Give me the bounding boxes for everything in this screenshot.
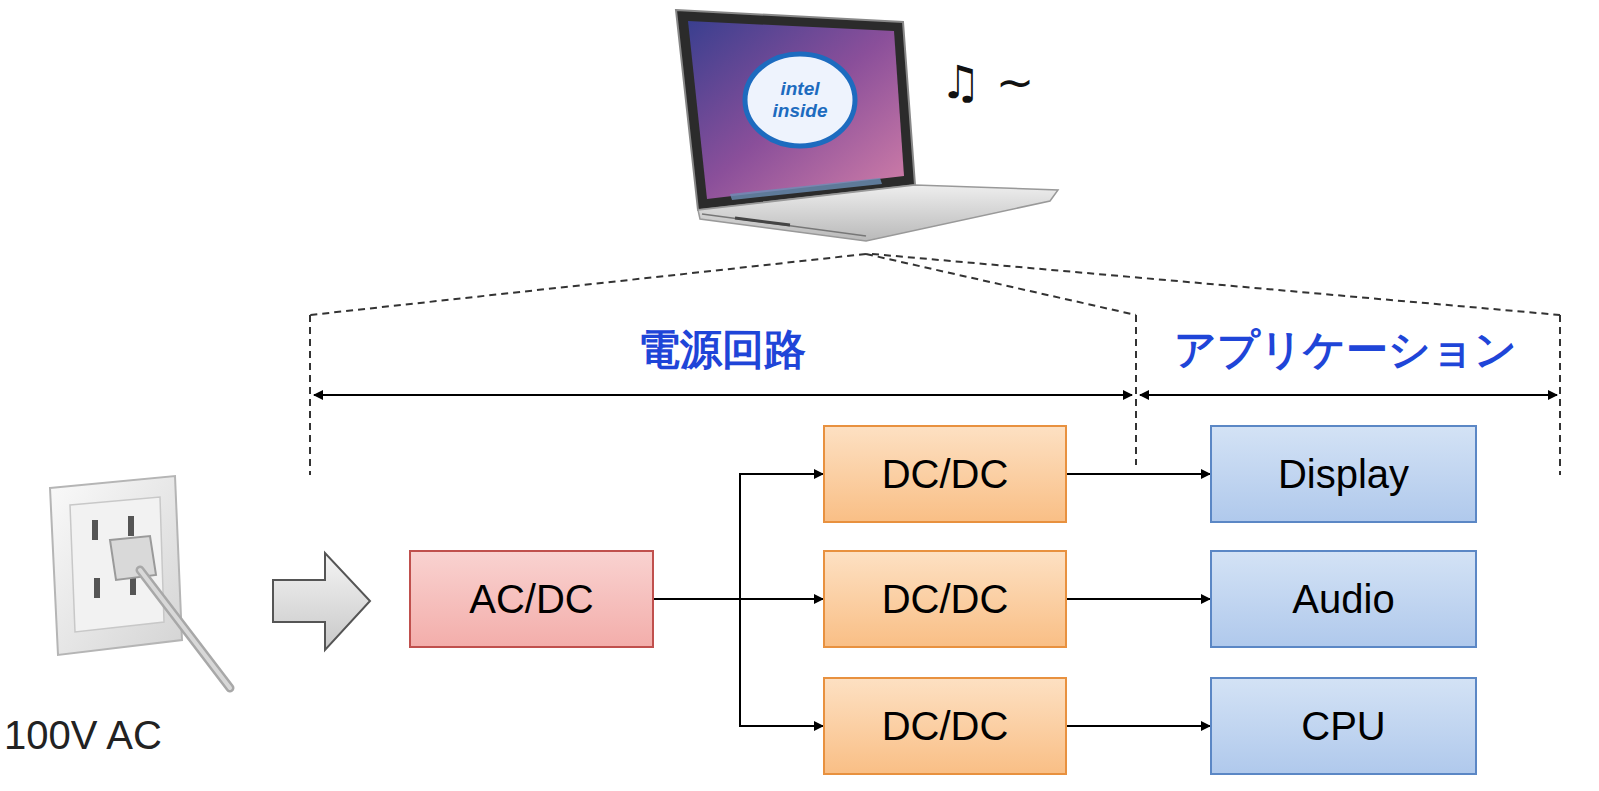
connector-arrow: [654, 599, 823, 726]
converter-box: DC/DC: [823, 550, 1067, 648]
dashed-line: [866, 254, 1136, 315]
dashed-line: [1559, 315, 1561, 475]
logo-text: intel inside: [768, 78, 832, 122]
plug-cord: [140, 570, 230, 688]
span-arrow: [1140, 394, 1557, 396]
converter-box: DC/DC: [823, 425, 1067, 523]
box-label: Display: [1278, 451, 1409, 497]
box-label: CPU: [1301, 703, 1385, 749]
box-label: DC/DC: [882, 703, 1009, 749]
outlet-illustration: [50, 476, 230, 688]
laptop-ports: [735, 218, 790, 225]
dashed-line: [872, 254, 1560, 315]
connector-arrow: [1067, 598, 1210, 600]
voltage-label: 100V AC: [4, 712, 162, 758]
section-heading: アプリケーション: [1174, 326, 1517, 374]
laptop-base: [698, 185, 1058, 241]
outlet-slot: [92, 520, 98, 540]
converter-box: AC/DC: [409, 550, 654, 648]
laptop-lid: [676, 10, 915, 210]
box-label: DC/DC: [882, 576, 1009, 622]
dashed-line: [310, 254, 866, 315]
laptop-edge: [702, 214, 866, 236]
laptop-illustration: [676, 10, 1058, 241]
application-box: Display: [1210, 425, 1477, 523]
flow-arrow-shape: [273, 553, 370, 650]
logo-text: intel inside: [768, 78, 832, 122]
outlet-slot: [94, 578, 100, 598]
box-label: AC/DC: [469, 576, 593, 622]
connector-arrow: [654, 474, 823, 599]
connector-arrow: [1067, 725, 1210, 727]
connector-arrow: [1067, 473, 1210, 475]
section-heading: 電源回路: [638, 326, 806, 374]
dashed-line: [1135, 315, 1137, 465]
box-label: DC/DC: [882, 451, 1009, 497]
section-heading: 電源回路: [638, 326, 806, 374]
intel-logo-ring: [745, 54, 855, 146]
outlet-face: [70, 497, 164, 632]
music-note: ♫ ~: [940, 56, 1034, 109]
box-label: Audio: [1292, 576, 1394, 622]
outlet-slot: [128, 516, 134, 536]
section-heading: アプリケーション: [1174, 326, 1517, 374]
span-arrow: [314, 394, 1132, 396]
plug-cord-highlight: [140, 570, 230, 688]
plug-head: [110, 536, 156, 580]
music-note: ♫ ~: [940, 56, 1034, 109]
outlet-plate: [50, 476, 182, 655]
voltage-label: 100V AC: [4, 712, 162, 758]
laptop-screen: [688, 21, 904, 199]
application-box: CPU: [1210, 677, 1477, 775]
dashed-line: [309, 315, 311, 475]
converter-box: DC/DC: [823, 677, 1067, 775]
application-box: Audio: [1210, 550, 1477, 648]
